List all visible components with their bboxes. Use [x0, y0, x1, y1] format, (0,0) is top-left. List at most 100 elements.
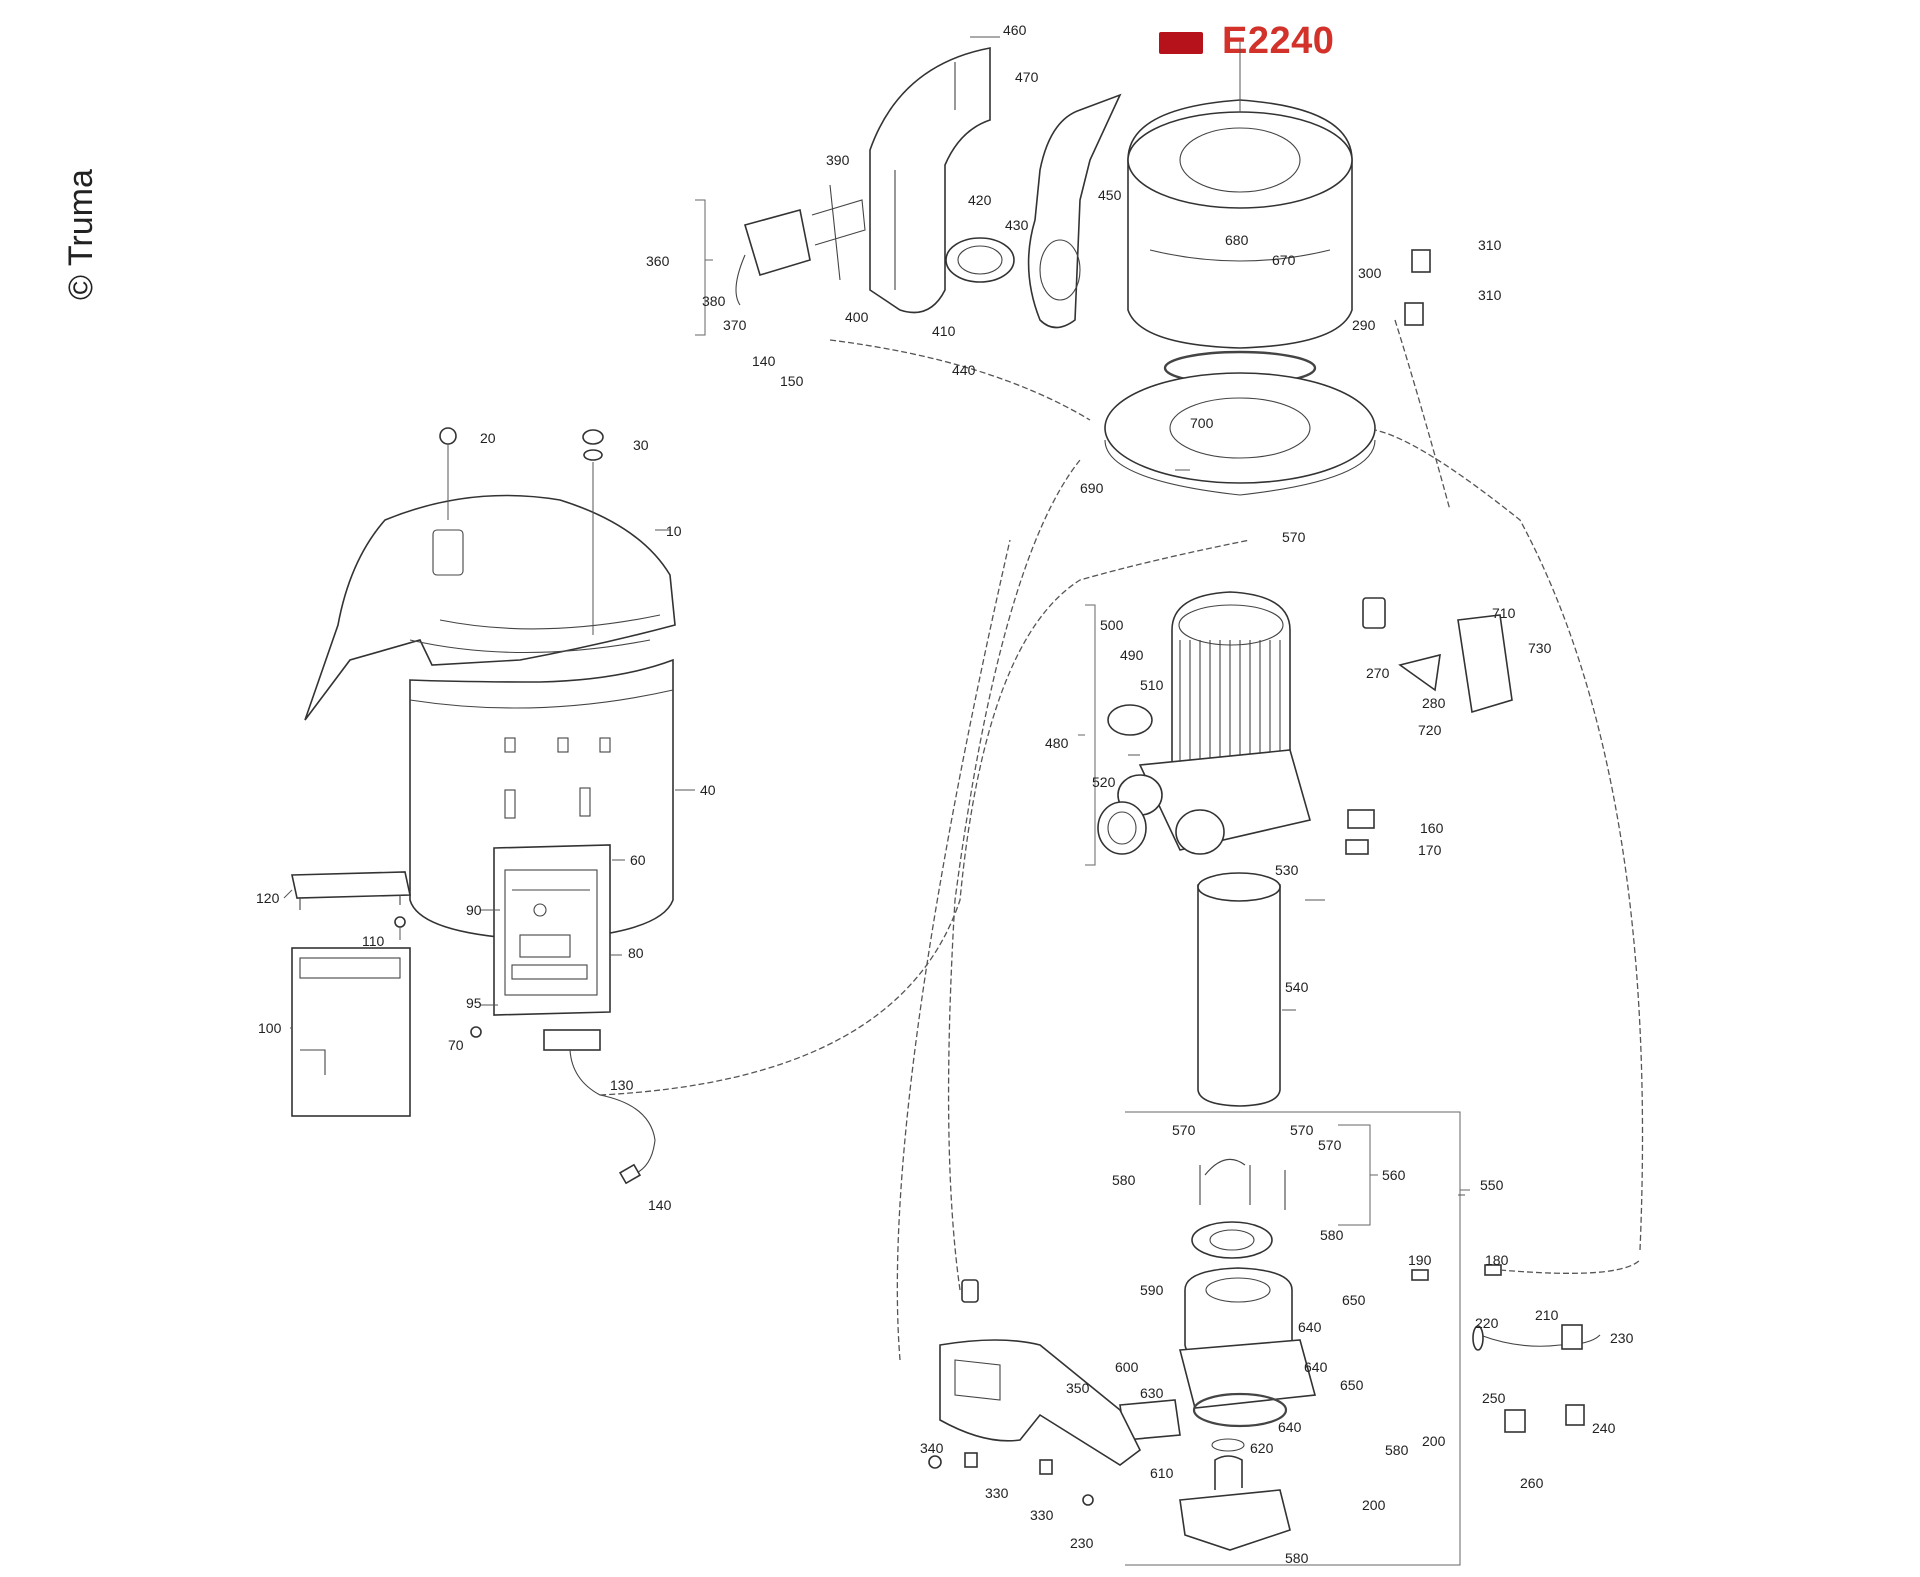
label-490: 490	[1120, 647, 1144, 663]
label-580-c: 580	[1385, 1442, 1409, 1458]
label-60: 60	[630, 852, 646, 868]
burner-head-580	[1191, 1221, 1273, 1259]
o-ring-620	[1211, 1438, 1245, 1452]
label-600: 600	[1115, 1359, 1139, 1375]
label-640-b: 640	[1304, 1359, 1328, 1375]
label-730: 730	[1528, 640, 1552, 656]
plug-connector-left	[961, 1279, 979, 1303]
label-570-c: 570	[1318, 1137, 1342, 1153]
plate-280	[1398, 653, 1441, 692]
duct-350	[939, 1339, 1142, 1466]
label-440: 440	[952, 362, 976, 378]
leader-lines	[283, 36, 1465, 1196]
harness-210-260	[1472, 1324, 1601, 1433]
label-210: 210	[1535, 1307, 1559, 1323]
blower-housing-390	[869, 47, 991, 314]
bracket-710	[1457, 614, 1513, 714]
label-100: 100	[258, 1020, 282, 1036]
label-70: 70	[448, 1037, 464, 1053]
cap-120	[291, 871, 411, 910]
label-150: 150	[780, 373, 804, 389]
label-370: 370	[723, 317, 747, 333]
sensor-270	[1362, 597, 1386, 629]
part-number-labels: 10 20 30 40 60 70 80 90 95 100 110 120 1…	[256, 22, 1634, 1566]
label-200-b: 200	[1362, 1497, 1386, 1513]
bracket-390-arm	[811, 184, 866, 281]
label-450: 450	[1098, 187, 1122, 203]
label-360: 360	[646, 253, 670, 269]
label-580-a: 580	[1112, 1172, 1136, 1188]
model-title: E2240	[1222, 20, 1335, 62]
label-480: 480	[1045, 735, 1069, 751]
label-520: 520	[1092, 774, 1116, 790]
label-560: 560	[1382, 1167, 1406, 1183]
label-580-d: 580	[1285, 1550, 1309, 1566]
label-630: 630	[1140, 1385, 1164, 1401]
label-570-b: 570	[1290, 1122, 1314, 1138]
tube-540	[1197, 872, 1281, 1107]
label-240: 240	[1592, 1420, 1616, 1436]
screw-70	[470, 1026, 482, 1038]
label-310-b: 310	[1478, 287, 1502, 303]
label-670: 670	[1272, 252, 1296, 268]
label-710: 710	[1492, 605, 1516, 621]
label-260: 260	[1520, 1475, 1544, 1491]
label-130: 130	[610, 1077, 634, 1093]
label-500: 500	[1100, 617, 1124, 633]
label-10: 10	[666, 523, 682, 539]
sensor-160-170	[1345, 809, 1375, 855]
label-160: 160	[1420, 820, 1444, 836]
label-140-lower: 140	[648, 1197, 672, 1213]
model-badge	[1159, 32, 1203, 54]
grommet-30	[582, 429, 604, 635]
label-410: 410	[932, 323, 956, 339]
label-680: 680	[1225, 232, 1249, 248]
label-330-b: 330	[1030, 1507, 1054, 1523]
motor-base-580	[1179, 1455, 1291, 1551]
label-290: 290	[1352, 317, 1376, 333]
label-110: 110	[362, 933, 385, 949]
label-170: 170	[1418, 842, 1442, 858]
body-640	[1178, 1339, 1317, 1409]
label-470: 470	[1015, 69, 1039, 85]
label-620: 620	[1250, 1440, 1274, 1456]
label-270: 270	[1366, 665, 1390, 681]
label-80: 80	[628, 945, 644, 961]
label-650-b: 650	[1340, 1377, 1364, 1393]
label-640-c: 640	[1278, 1419, 1302, 1435]
label-640-a: 640	[1298, 1319, 1322, 1335]
label-250: 250	[1482, 1390, 1506, 1406]
label-230-right: 230	[1610, 1330, 1634, 1346]
label-310-a: 310	[1478, 237, 1502, 253]
label-650-a: 650	[1342, 1292, 1366, 1308]
label-700: 700	[1190, 415, 1214, 431]
screws-330-340	[928, 1452, 1094, 1506]
label-95: 95	[466, 995, 482, 1011]
fan-housing-450	[1027, 93, 1122, 329]
cover-plate-100	[291, 947, 411, 1117]
label-230-bottom: 230	[1070, 1535, 1094, 1551]
cylinder-670	[1127, 99, 1353, 349]
label-220: 220	[1475, 1315, 1499, 1331]
label-200-a: 200	[1422, 1433, 1446, 1449]
bracket-300-310	[1404, 249, 1431, 326]
wiring-harness	[599, 319, 1644, 1361]
label-400: 400	[845, 309, 869, 325]
label-140-upper: 140	[752, 353, 776, 369]
label-570-top: 570	[1282, 529, 1306, 545]
label-20: 20	[480, 430, 496, 446]
screw-20	[439, 427, 457, 520]
gasket-630	[1192, 1392, 1288, 1428]
label-580-b: 580	[1320, 1227, 1344, 1243]
label-350: 350	[1066, 1380, 1090, 1396]
motor-360	[735, 209, 811, 306]
fan-wheel-420	[945, 237, 1015, 283]
cap-520	[1097, 801, 1147, 855]
electrodes-560	[1199, 1158, 1286, 1210]
label-720: 720	[1418, 722, 1442, 738]
label-40: 40	[700, 782, 716, 798]
label-300: 300	[1358, 265, 1382, 281]
label-330-a: 330	[985, 1485, 1009, 1501]
screw-110	[394, 916, 406, 940]
